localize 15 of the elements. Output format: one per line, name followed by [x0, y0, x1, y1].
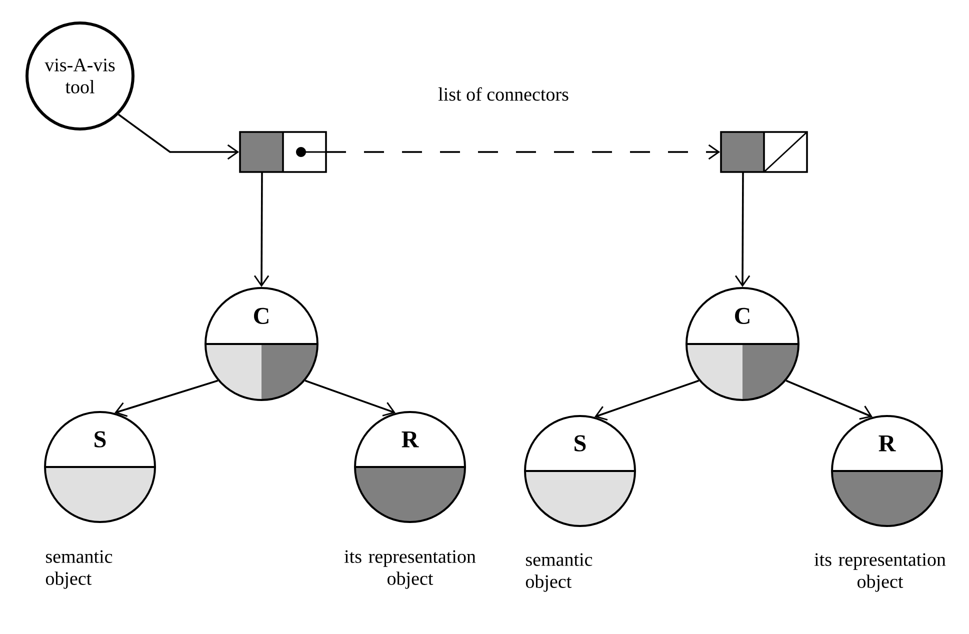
connector-box — [720, 131, 808, 173]
arrow — [594, 380, 700, 421]
object-caption: semantic object — [46, 550, 112, 589]
arrow — [734, 172, 750, 287]
arrow — [254, 172, 270, 287]
connector-box — [239, 131, 327, 173]
arrow — [786, 380, 873, 420]
edge-label: list of connectors — [436, 85, 571, 103]
object-caption: its representation object — [344, 550, 476, 589]
arrow — [304, 380, 396, 416]
arrow — [326, 144, 720, 160]
object-caption: semantic object — [526, 553, 592, 592]
arrow — [118, 114, 240, 160]
arrow — [114, 380, 218, 417]
object-caption: its representation object — [814, 553, 946, 592]
